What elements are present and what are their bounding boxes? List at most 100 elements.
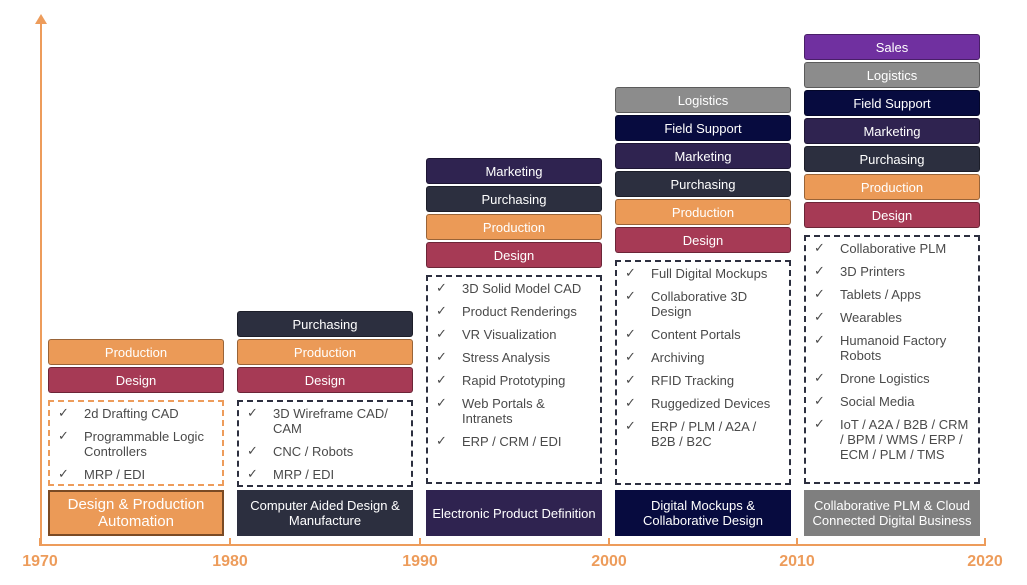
check-icon: ✓ — [625, 326, 636, 341]
technology-label: Rapid Prototyping — [462, 373, 566, 388]
technology-label: 3D Wireframe CAD/ CAM — [273, 406, 388, 436]
technology-item: ✓ IoT / A2A / B2B / CRM / BPM / WMS / ERP… — [812, 416, 972, 462]
year-tick — [608, 538, 610, 546]
function-bar-production: Production — [804, 174, 980, 200]
year-tick — [229, 538, 231, 546]
function-bar-logistics: Logistics — [804, 62, 980, 88]
technology-label: 3D Solid Model CAD — [462, 281, 582, 296]
technology-label: 2d Drafting CAD — [84, 406, 179, 421]
check-icon: ✓ — [814, 332, 825, 347]
y-axis-arrow-icon — [35, 14, 47, 24]
function-bar-production: Production — [426, 214, 602, 240]
function-bar-design: Design — [237, 367, 413, 393]
technology-label: Drone Logistics — [840, 371, 930, 386]
year-tick — [419, 538, 421, 546]
technology-label: CNC / Robots — [273, 444, 354, 459]
era-column-2: Computer Aided Design & Manufacture✓3D W… — [237, 0, 413, 585]
function-bar-design: Design — [426, 242, 602, 268]
technology-list-box: ✓ 3D Wireframe CAD/ CAM ✓ CNC / Robots ✓MRP … — [237, 400, 413, 487]
check-icon: ✓ — [58, 428, 69, 443]
function-bar-design: Design — [48, 367, 224, 393]
technology-item: ✓ERP / CRM / EDI — [434, 433, 594, 449]
technology-label: MRP / EDI — [84, 467, 146, 482]
technology-label: Ruggedized Devices — [651, 396, 771, 411]
function-bar-sales: Sales — [804, 34, 980, 60]
technology-label: Stress Analysis — [462, 350, 551, 365]
technology-label: Full Digital Mockups — [651, 266, 768, 281]
technology-item: ✓ Web Portals & Intranets — [434, 395, 594, 426]
check-icon: ✓ — [436, 326, 447, 341]
function-bar-purchasing: Purchasing — [237, 311, 413, 337]
era-column-1: Design & Production Automation✓2d Drafti… — [48, 0, 224, 585]
technology-item: ✓ Humanoid Factory Robots — [812, 332, 972, 363]
technology-item: ✓Product Renderings — [434, 303, 594, 319]
check-icon: ✓ — [436, 372, 447, 387]
technology-item: ✓Collaborative PLM — [812, 240, 972, 256]
check-icon: ✓ — [247, 405, 258, 420]
technology-list-box: ✓3D Solid Model CAD✓Product Renderings✓V… — [426, 275, 602, 484]
function-bar-design: Design — [804, 202, 980, 228]
check-icon: ✓ — [625, 288, 636, 303]
function-bar-marketing: Marketing — [804, 118, 980, 144]
technology-item: ✓Social Media — [812, 393, 972, 409]
function-bar-marketing: Marketing — [426, 158, 602, 184]
technology-list-box: ✓2d Drafting CAD✓Programmable Logic Cont… — [48, 400, 224, 486]
technology-item: ✓RFID Tracking — [623, 372, 783, 388]
technology-item: ✓ CNC / Robots — [245, 443, 405, 459]
year-label-2010: 2010 — [779, 553, 815, 570]
check-icon: ✓ — [814, 416, 825, 431]
technology-list-box: ✓Collaborative PLM✓3D Printers✓Tablets /… — [804, 235, 980, 484]
check-icon: ✓ — [814, 309, 825, 324]
technology-label: Web Portals & Intranets — [462, 396, 545, 426]
function-bar-purchasing: Purchasing — [804, 146, 980, 172]
technology-label: Humanoid Factory Robots — [840, 333, 947, 363]
technology-list: ✓3D Solid Model CAD✓Product Renderings✓V… — [434, 280, 594, 449]
technology-label: Collaborative PLM — [840, 241, 947, 256]
technology-label: Social Media — [840, 394, 915, 409]
check-icon: ✓ — [436, 349, 447, 364]
year-tick — [39, 538, 41, 546]
technology-label: Tablets / Apps — [840, 287, 921, 302]
technology-label: IoT / A2A / B2B / CRM / BPM / WMS / ERP … — [840, 417, 969, 462]
technology-label: ERP / CRM / EDI — [462, 434, 562, 449]
technology-list: ✓ 3D Wireframe CAD/ CAM ✓ CNC / Robots ✓MRP … — [245, 405, 405, 482]
year-label-1980: 1980 — [212, 553, 248, 570]
technology-item: ✓ 3D Wireframe CAD/ CAM — [245, 405, 405, 436]
technology-label: 3D Printers — [840, 264, 906, 279]
x-axis — [40, 544, 985, 546]
technology-label: VR Visualization — [462, 327, 557, 342]
year-label-2020: 2020 — [967, 553, 1003, 570]
technology-item: ✓MRP / EDI — [56, 466, 216, 482]
check-icon: ✓ — [814, 263, 825, 278]
function-bar-purchasing: Purchasing — [426, 186, 602, 212]
technology-list: ✓2d Drafting CAD✓Programmable Logic Cont… — [56, 405, 216, 482]
function-bar-logistics: Logistics — [615, 87, 791, 113]
era-label: Digital Mockups & Collaborative Design — [615, 490, 791, 536]
technology-list: ✓Collaborative PLM✓3D Printers✓Tablets /… — [812, 240, 972, 462]
check-icon: ✓ — [436, 280, 447, 295]
year-tick — [984, 538, 986, 546]
y-axis — [40, 22, 42, 545]
technology-item: ✓ Rapid Prototyping — [434, 372, 594, 388]
technology-item: ✓ 3D Printers — [812, 263, 972, 279]
check-icon: ✓ — [625, 395, 636, 410]
technology-item: ✓ VR Visualization — [434, 326, 594, 342]
technology-label: Archiving — [651, 350, 705, 365]
technology-label: Product Renderings — [462, 304, 577, 319]
era-column-3: Electronic Product Definition✓3D Solid M… — [426, 0, 602, 585]
technology-item: ✓MRP / EDI — [245, 466, 405, 482]
technology-item: ✓Collaborative 3D Design — [623, 288, 783, 319]
function-bar-purchasing: Purchasing — [615, 171, 791, 197]
check-icon: ✓ — [436, 395, 447, 410]
technology-item: ✓ 3D Solid Model CAD — [434, 280, 594, 296]
technology-label: Wearables — [840, 310, 902, 325]
technology-item: ✓ Ruggedized Devices — [623, 395, 783, 411]
check-icon: ✓ — [247, 466, 258, 481]
check-icon: ✓ — [247, 443, 258, 458]
year-label-1990: 1990 — [402, 553, 438, 570]
technology-list: ✓Full Digital Mockups✓Collaborative 3D D… — [623, 265, 783, 449]
technology-item: ✓2d Drafting CAD — [56, 405, 216, 421]
technology-item: ✓Full Digital Mockups — [623, 265, 783, 281]
year-tick — [796, 538, 798, 546]
function-bar-design: Design — [615, 227, 791, 253]
